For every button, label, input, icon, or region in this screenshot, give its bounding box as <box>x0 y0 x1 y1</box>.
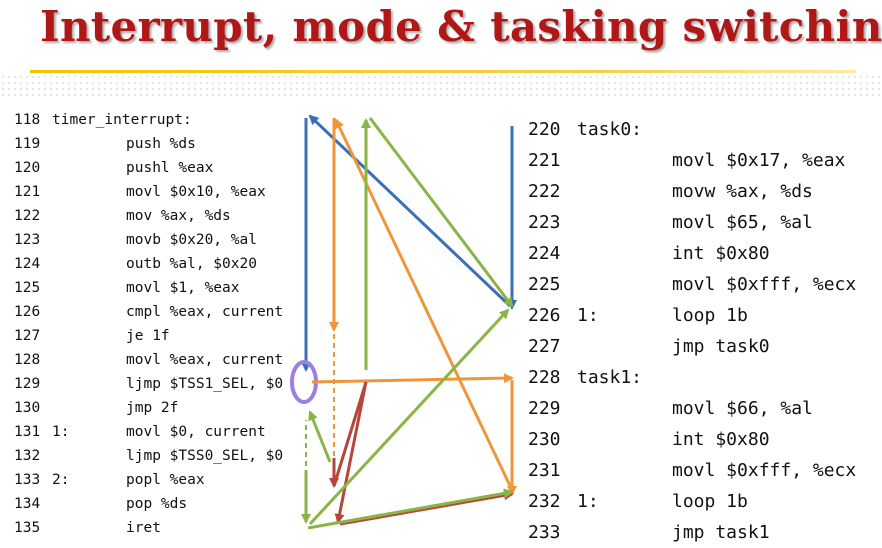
line-number: 224 <box>528 243 561 264</box>
line-number: 121 <box>14 184 41 200</box>
line-number: 230 <box>528 429 561 450</box>
line-number: 226 <box>528 305 561 326</box>
line-number: 127 <box>14 328 41 344</box>
line-number: 132 <box>14 448 41 464</box>
code-label: timer_interrupt: <box>52 112 192 128</box>
code-instruction: ljmp $TSS1_SEL, $0 <box>126 376 284 392</box>
line-number: 129 <box>14 376 41 392</box>
code-instruction: int $0x80 <box>672 243 770 264</box>
line-number: 222 <box>528 181 561 202</box>
code-instruction: movl $0, current <box>126 424 266 440</box>
code-label: 1: <box>577 491 599 512</box>
code-instruction: int $0x80 <box>672 429 770 450</box>
line-number: 228 <box>528 367 561 388</box>
line-number: 227 <box>528 336 561 357</box>
dotted-band <box>0 74 882 96</box>
line-number: 232 <box>528 491 561 512</box>
line-number: 229 <box>528 398 561 419</box>
code-instruction: iret <box>126 520 161 536</box>
code-instruction: ljmp $TSS0_SEL, $0 <box>126 448 284 464</box>
line-number: 124 <box>14 256 41 272</box>
code-instruction: loop 1b <box>672 305 748 326</box>
code-instruction: push %ds <box>126 136 196 152</box>
arrow-blue-to-handler <box>308 114 512 308</box>
code-instruction: movl $0x10, %eax <box>126 184 266 200</box>
code-label: task1: <box>577 367 643 388</box>
code-instruction: pushl %eax <box>126 160 214 176</box>
code-instruction: movl $0xfff, %ecx <box>672 274 857 295</box>
line-number: 123 <box>14 232 41 248</box>
line-number: 122 <box>14 208 41 224</box>
line-number: 133 <box>14 472 41 488</box>
code-label: task0: <box>577 119 643 140</box>
line-number: 126 <box>14 304 41 320</box>
title-underline <box>30 70 856 73</box>
line-number: 131 <box>14 424 41 440</box>
code-instruction: cmpl %eax, current <box>126 304 284 320</box>
code-instruction: outb %al, $0x20 <box>126 256 257 272</box>
arrow-orange-to-handler <box>334 118 514 491</box>
code-instruction: je 1f <box>126 328 170 344</box>
arrow-green-to-task0 <box>368 117 514 308</box>
code-label: 1: <box>52 424 70 440</box>
line-number: 223 <box>528 212 561 233</box>
line-number: 135 <box>14 520 41 536</box>
arrow-orange-ljmp-tss1 <box>311 373 514 384</box>
code-label: 1: <box>577 305 599 326</box>
line-number: 125 <box>14 280 41 296</box>
arrow-green-iret-task1 <box>307 488 514 530</box>
code-instruction: jmp task0 <box>672 336 770 357</box>
line-number: 221 <box>528 150 561 171</box>
code-instruction: jmp task1 <box>672 522 770 543</box>
code-instruction: movl $1, %eax <box>126 280 240 296</box>
code-instruction: jmp 2f <box>126 400 179 416</box>
code-instruction: pop %ds <box>126 496 188 512</box>
arrow-green-short-diag <box>308 410 332 463</box>
code-instruction: movl $0xfff, %ecx <box>672 460 857 481</box>
line-number: 231 <box>528 460 561 481</box>
code-instruction: movw %ax, %ds <box>672 181 813 202</box>
line-number: 130 <box>14 400 41 416</box>
code-instruction: popl %eax <box>126 472 205 488</box>
code-instruction: movl $0x17, %eax <box>672 150 846 171</box>
line-number: 220 <box>528 119 561 140</box>
arrow-red-down-2 <box>334 381 368 524</box>
line-number: 233 <box>528 522 561 543</box>
line-number: 119 <box>14 136 41 152</box>
line-number: 120 <box>14 160 41 176</box>
code-instruction: loop 1b <box>672 491 748 512</box>
line-number: 134 <box>14 496 41 512</box>
code-instruction: movb $0x20, %al <box>126 232 257 248</box>
code-instruction: movl %eax, current <box>126 352 284 368</box>
arrow-green-iret-task0 <box>308 308 510 526</box>
line-number: 128 <box>14 352 41 368</box>
code-instruction: movl $66, %al <box>672 398 813 419</box>
code-label: 2: <box>52 472 70 488</box>
slide-title: Interrupt, mode & tasking switching <box>40 2 882 51</box>
arrow-red-to-task1 <box>339 490 514 526</box>
line-number: 225 <box>528 274 561 295</box>
code-instruction: mov %ax, %ds <box>126 208 231 224</box>
line-number: 118 <box>14 112 41 128</box>
code-instruction: movl $65, %al <box>672 212 813 233</box>
arrow-red-diag <box>332 381 368 487</box>
